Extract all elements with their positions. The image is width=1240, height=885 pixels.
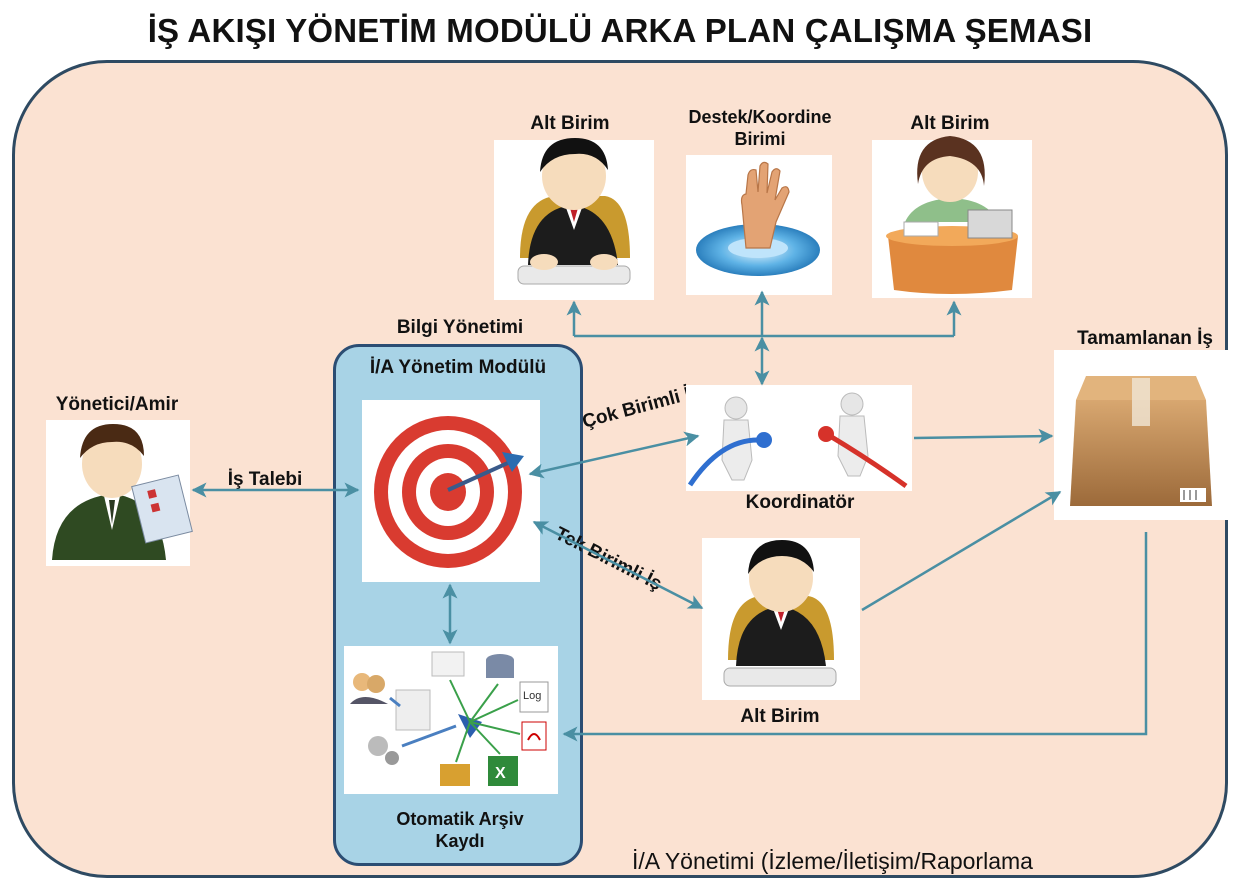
yonetici-label: Yönetici/Amir	[55, 394, 179, 415]
arsiv-label-line2: Kaydı	[435, 831, 485, 851]
alt-birim-bottom-label: Alt Birim	[740, 706, 820, 727]
arsiv-label-line1: Otomatik Arşiv	[396, 809, 524, 829]
alt-birim-right-label: Alt Birim	[910, 113, 990, 134]
page-title: İŞ AKIŞI YÖNETİM MODÜLÜ ARKA PLAN ÇALIŞM…	[147, 12, 1093, 49]
module-title-label: İ/A Yönetim Modülü	[369, 357, 547, 378]
alt-birim-left-label: Alt Birim	[530, 113, 610, 134]
tamamlanan-label: Tamamlanan İş	[1077, 328, 1213, 349]
destek-label-line1: Destek/Koordine	[688, 107, 832, 127]
footer-caption: İ/A Yönetimi (İzleme/İletişim/Raporlama	[632, 848, 1033, 874]
koordinator-label: Koordinatör	[745, 492, 855, 513]
log-file-label: Log	[523, 690, 542, 702]
bilgi-yonetimi-label: Bilgi Yönetimi	[396, 317, 524, 338]
destek-label: Destek/Koordine Birimi	[655, 106, 865, 150]
is-talebi-label: İş Talebi	[227, 469, 303, 490]
diagram-frame	[12, 60, 1228, 878]
ia-module-panel	[333, 344, 583, 866]
destek-label-line2: Birimi	[734, 129, 786, 149]
arsiv-label: Otomatik Arşiv Kaydı	[340, 808, 580, 852]
